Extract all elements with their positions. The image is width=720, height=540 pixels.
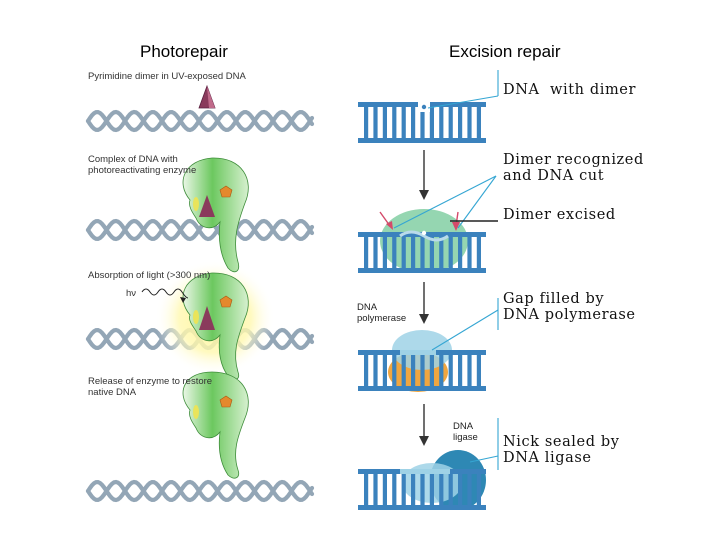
- base-pair: [458, 355, 463, 386]
- base-pair: [420, 355, 425, 386]
- base-pair: [467, 237, 472, 268]
- base-pair: [448, 355, 453, 386]
- base-pair: [476, 107, 481, 138]
- photorepair-step-3-caption: Absorption of light (>300 nm): [88, 270, 211, 281]
- photorepair-step-4-caption: Release of enzyme to restore native DNA: [88, 376, 213, 398]
- base-pair: [439, 355, 444, 386]
- base-pair: [382, 107, 387, 138]
- base-pair: [411, 474, 416, 505]
- excision-step-5-label: Nick sealed by DNA ligase: [503, 434, 620, 466]
- base-pair: [448, 474, 453, 505]
- backbone-bottom: [358, 386, 486, 391]
- dna-ligase-label: DNA ligase: [453, 421, 478, 443]
- base-pair: [373, 107, 378, 138]
- backbone-bottom: [358, 138, 486, 143]
- base-pair: [439, 237, 444, 268]
- base-pair: [382, 474, 387, 505]
- dna-polymerase-label: DNA polymerase: [357, 302, 407, 324]
- flow-arrow-2: [419, 282, 429, 324]
- base-pair: [429, 237, 434, 268]
- dimer-mark-1: [418, 102, 430, 112]
- base-pair: [364, 107, 369, 138]
- photoreactivating-enzyme-4: [182, 371, 249, 479]
- new-strand: [400, 469, 450, 474]
- light-wave-icon: [141, 288, 189, 303]
- base-pair: [382, 237, 387, 268]
- base-pair: [467, 474, 472, 505]
- cut-arrow-right: [452, 211, 460, 231]
- backbone-bottom: [358, 268, 486, 273]
- base-pair: [429, 474, 434, 505]
- base-pair: [420, 474, 425, 505]
- base-pair: [439, 474, 444, 505]
- base-pair: [401, 107, 406, 138]
- excision-step-2-label: Dimer recognized and DNA cut: [503, 152, 644, 184]
- base-pair: [429, 355, 434, 386]
- light-label: hν: [126, 288, 137, 299]
- photorepair-step-2-caption: Complex of DNA with photoreactivating en…: [88, 154, 197, 176]
- base-pair: [458, 107, 463, 138]
- base-pair: [476, 474, 481, 505]
- flow-arrow-3: [419, 404, 429, 446]
- base-pair: [420, 237, 425, 268]
- base-pair: [448, 107, 453, 138]
- base-pair: [373, 237, 378, 268]
- excision-step-4-label: Gap filled by DNA polymerase: [503, 291, 636, 323]
- photoreactivating-enzyme-2: [182, 157, 249, 273]
- photorepair-heading: Photorepair: [140, 42, 228, 61]
- dna-ladder-3: [358, 350, 486, 391]
- base-pair: [364, 474, 369, 505]
- base-pair: [458, 474, 463, 505]
- base-pair: [439, 107, 444, 138]
- base-pair: [401, 237, 406, 268]
- base-pair: [401, 474, 406, 505]
- callout-lines: [393, 70, 499, 470]
- base-pair: [364, 237, 369, 268]
- base-pair: [476, 237, 481, 268]
- base-pair: [382, 355, 387, 386]
- base-pair: [373, 474, 378, 505]
- base-pair: [364, 355, 369, 386]
- excision-repair-heading: Excision repair: [449, 42, 561, 61]
- base-pair: [373, 355, 378, 386]
- new-strand: [400, 350, 436, 355]
- pyrimidine-dimer-1: [198, 84, 216, 109]
- base-pair: [476, 355, 481, 386]
- excision-step-1-label: DNA with dimer: [503, 82, 637, 98]
- excision-step-3-label: Dimer excised: [503, 207, 616, 223]
- base-pair: [429, 107, 434, 138]
- dna-ladder-4: [358, 469, 486, 510]
- base-pair: [411, 107, 416, 138]
- flow-arrow-1: [419, 150, 429, 200]
- helix-strand: [85, 479, 315, 503]
- dna-helix-1: [85, 109, 315, 133]
- dimer-mark-2: [399, 230, 449, 242]
- dna-helix-4: [85, 479, 315, 503]
- photoreactivating-enzyme-3: [182, 272, 249, 380]
- base-pair: [401, 355, 406, 386]
- base-pair: [392, 355, 397, 386]
- base-pair: [411, 237, 416, 268]
- base-pair: [392, 237, 397, 268]
- helix-strand: [85, 109, 315, 133]
- base-pair: [467, 107, 472, 138]
- base-pair: [448, 237, 453, 268]
- base-pair: [411, 355, 416, 386]
- base-pair: [467, 355, 472, 386]
- photorepair-step-1-caption: Pyrimidine dimer in UV-exposed DNA: [88, 71, 246, 82]
- base-pair: [392, 107, 397, 138]
- cut-arrow-left: [379, 211, 393, 230]
- base-pair: [420, 107, 425, 138]
- base-pair: [392, 474, 397, 505]
- backbone-bottom: [358, 505, 486, 510]
- helix-strand: [85, 218, 315, 242]
- dna-helix-2: [85, 218, 315, 242]
- base-pair: [458, 237, 463, 268]
